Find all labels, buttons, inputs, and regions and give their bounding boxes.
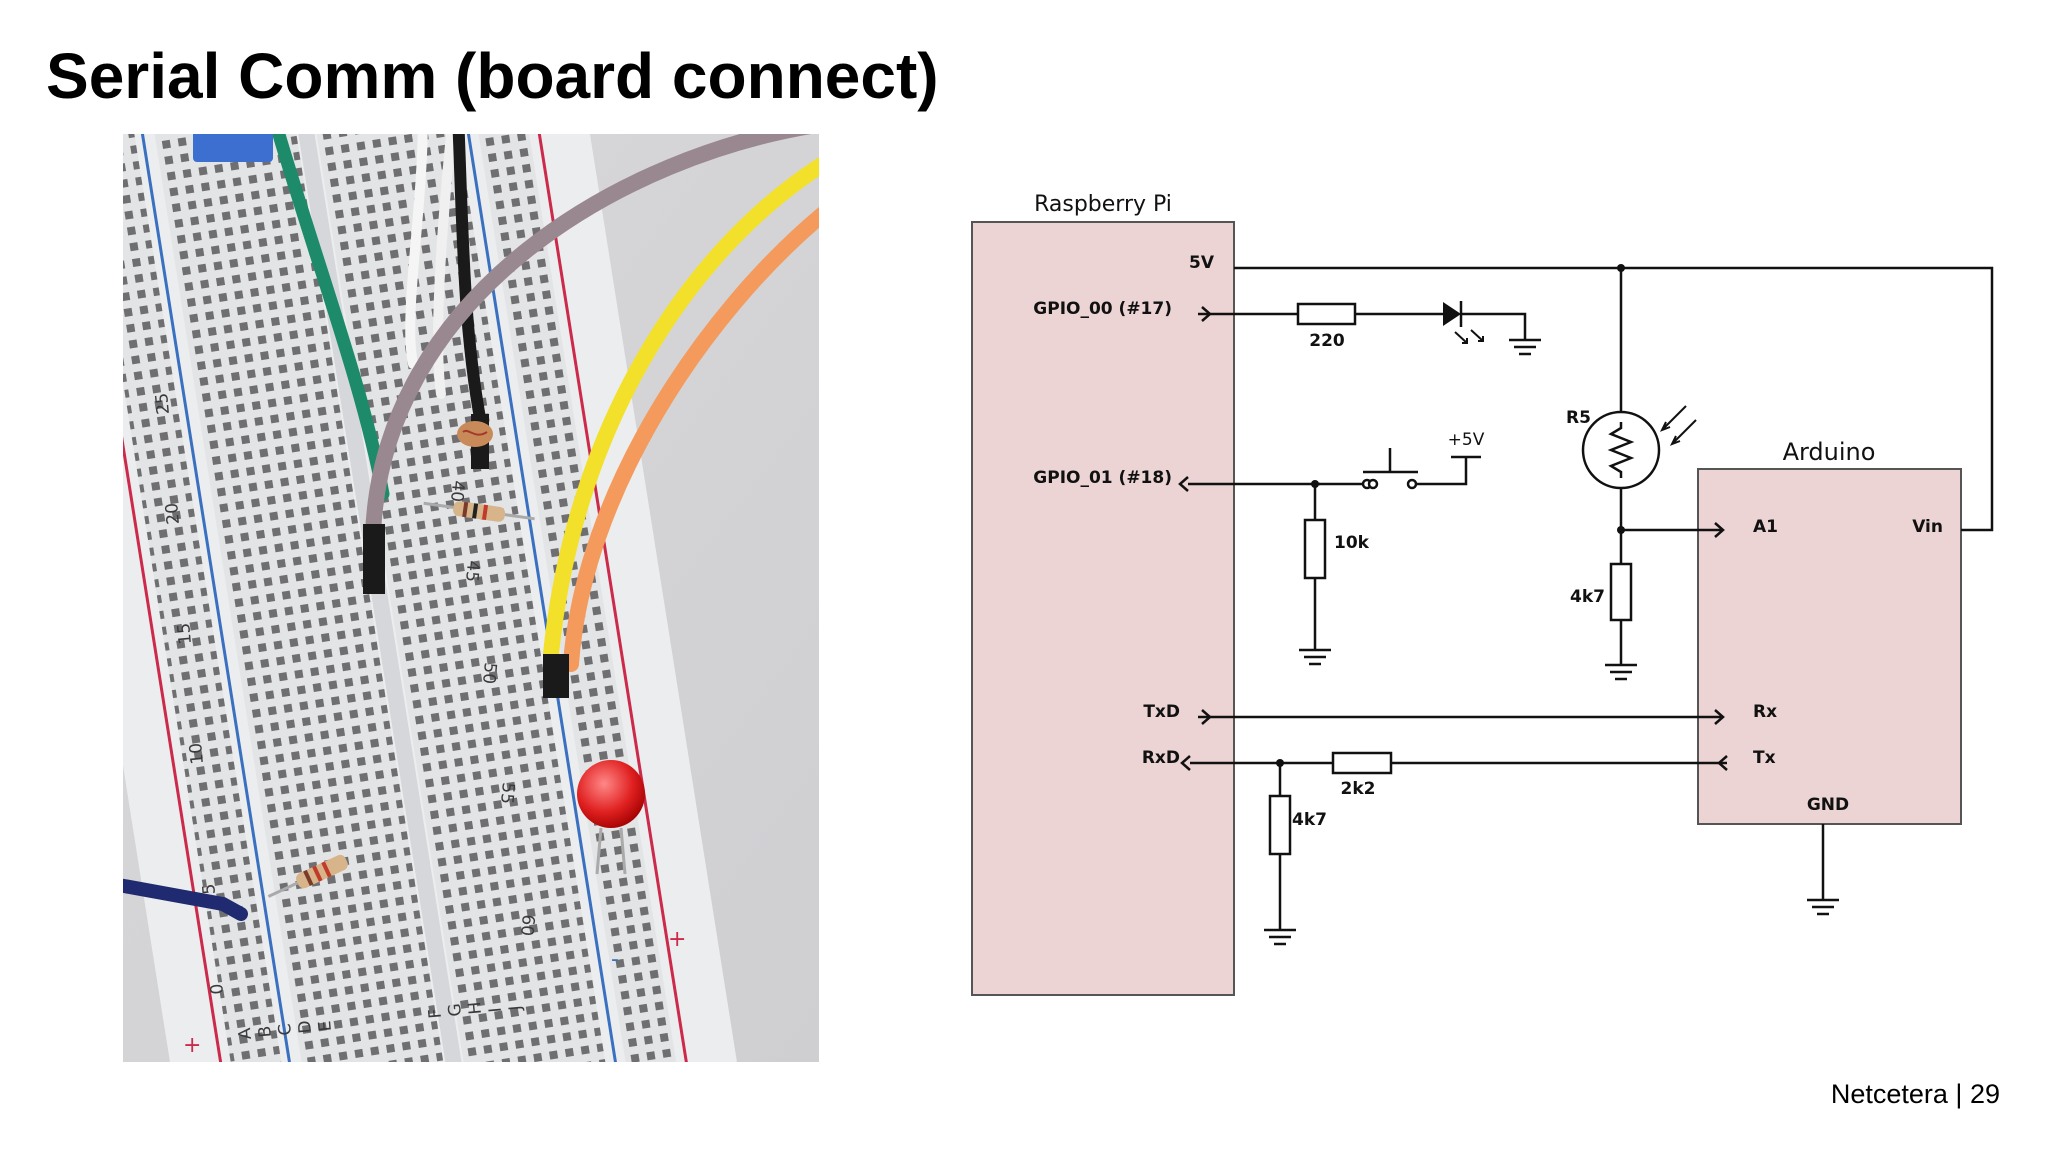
photoresistor-label: R5 (1566, 408, 1591, 428)
sensor-board (193, 134, 273, 162)
orange-wire (563, 207, 819, 672)
rail-plus-sign: + (183, 1033, 201, 1058)
row-number: 10 (186, 742, 208, 765)
pin-arrow (1717, 755, 1728, 771)
rail-minus-sign: - (611, 947, 619, 972)
resistor-4k7-divider-label: 4k7 (1292, 810, 1327, 830)
pin-5v-label: 5V (1189, 253, 1215, 273)
row-number: 60 (516, 914, 538, 937)
white-wire (405, 134, 428, 369)
supply-5v-symbol: +5V (1448, 430, 1485, 459)
row-number-labels: 0 5 10 15 20 25 40 45 50 55 60 (152, 392, 538, 995)
ground-symbol (1605, 663, 1637, 681)
jumper-header (543, 654, 569, 698)
resistor-component (423, 501, 535, 522)
mauve-wire (365, 134, 812, 542)
pin-txd-label: TxD (1143, 702, 1180, 722)
ground-symbol (1807, 898, 1839, 916)
column-letter: I (486, 1007, 506, 1014)
pin-arrow (1178, 476, 1189, 492)
resistor-2k2: 2k2 (1331, 751, 1393, 799)
photoresistor-component (457, 421, 493, 447)
raspberry-pi-block: Raspberry Pi 5V GPIO_00 (#17) GPIO_01 (#… (971, 192, 1235, 996)
resistor-4k7-photo: 4k7 (1570, 562, 1633, 622)
resistor-2k2-label: 2k2 (1341, 779, 1376, 799)
pin-tx-label: Tx (1753, 748, 1776, 768)
row-number: 25 (152, 392, 174, 415)
pin-rx-label: Rx (1753, 702, 1777, 722)
pin-a1-label: A1 (1753, 517, 1778, 537)
pin-vin-label: Vin (1912, 517, 1943, 537)
footer-company: Netcetera (1830, 1079, 1948, 1109)
red-led (577, 760, 645, 875)
column-letter: D (295, 1020, 316, 1035)
black-wire (452, 134, 489, 440)
schematic-junctions (1276, 264, 1625, 767)
pin-arrow (1180, 755, 1191, 771)
raspberry-pi-title: Raspberry Pi (1034, 192, 1172, 217)
switch-to-5v-wire (1371, 457, 1468, 486)
row-number: 55 (496, 782, 518, 805)
jumper-header (363, 524, 385, 594)
arduino-block: Arduino A1 Vin Rx Tx GND (1697, 438, 1962, 825)
resistor-10k: 10k (1303, 518, 1370, 580)
rxd-tx-wire (1190, 761, 1727, 930)
resistor-4k7-divider: 4k7 (1268, 794, 1327, 856)
column-letter: A (235, 1027, 256, 1041)
pin-gpio00-label: GPIO_00 (#17) (1033, 299, 1172, 319)
page-number: 29 (1969, 1079, 2000, 1109)
resistor-4k7-photo-label: 4k7 (1570, 587, 1605, 607)
pin-arrow (1201, 709, 1212, 725)
rail-plus-sign: + (668, 927, 686, 952)
resistor-220: 220 (1296, 302, 1357, 351)
jumper-wires (123, 134, 819, 921)
footer-separator: | (1955, 1079, 1963, 1109)
raspberry-pi-box (971, 221, 1235, 996)
column-letter: C (275, 1023, 296, 1037)
pin-arrow (1714, 709, 1725, 725)
resistor-component (267, 854, 348, 898)
gpio00-wire (1198, 312, 1527, 340)
column-letter: B (255, 1025, 276, 1038)
row-number: 20 (162, 502, 184, 525)
arduino-box (1697, 468, 1962, 825)
column-letter: E (315, 1020, 336, 1032)
column-letter: F (425, 1008, 446, 1019)
column-letter: G (445, 1002, 466, 1017)
row-number: 5 (199, 883, 220, 896)
row-number: 0 (207, 983, 228, 996)
ground-symbol (1299, 648, 1331, 666)
pin-gpio01-label: GPIO_01 (#18) (1033, 468, 1172, 488)
ground-symbol (1509, 338, 1541, 356)
row-number: 40 (446, 480, 468, 503)
pin-gnd-label: GND (1807, 795, 1849, 815)
pushbutton-switch (1361, 448, 1418, 490)
slide-footer: Netcetera | 29 (1831, 1079, 2000, 1110)
5v-rail-wire (1234, 266, 1994, 532)
slide-title: Serial Comm (board connect) (46, 40, 939, 112)
yellow-wire (543, 157, 819, 662)
row-number: 15 (174, 622, 196, 645)
column-letter-labels: A B C D E F G H I J (235, 1001, 526, 1040)
column-letter: H (465, 1001, 486, 1015)
photo-components (193, 134, 645, 898)
pin-arrow (1714, 522, 1725, 538)
pin-rxd-label: RxD (1142, 748, 1180, 768)
circuit-schematic: Raspberry Pi 5V GPIO_00 (#17) GPIO_01 (#… (940, 180, 2020, 1030)
column-letter: J (506, 1005, 526, 1013)
resistor-220-label: 220 (1309, 331, 1345, 351)
supply-5v-label: +5V (1448, 430, 1485, 450)
pin-arrow (1201, 306, 1212, 322)
row-number: 45 (461, 560, 483, 583)
breadboard-photo: 0 5 10 15 20 25 40 45 50 55 60 A B C D E… (123, 134, 819, 1062)
arduino-title: Arduino (1783, 438, 1876, 466)
navy-wire (123, 878, 248, 921)
resistor-10k-label: 10k (1334, 533, 1370, 553)
white-wire (433, 134, 457, 399)
ground-symbol (1264, 928, 1296, 946)
green-wire (272, 134, 390, 501)
row-number: 50 (478, 662, 500, 685)
photoresistor-symbol: R5 (1566, 405, 1697, 490)
led-symbol (1443, 301, 1484, 344)
